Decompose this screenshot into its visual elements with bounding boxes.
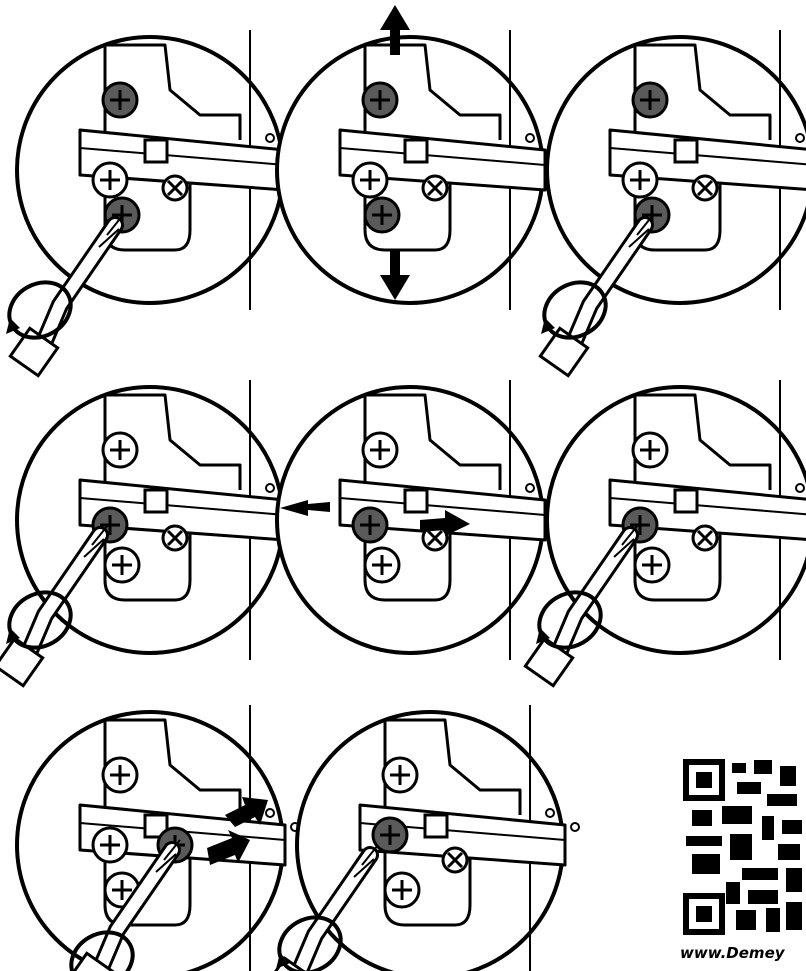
step-7-panel (17, 705, 299, 971)
step-3-panel (534, 30, 806, 376)
step-5-panel (277, 380, 559, 660)
website-url[interactable]: www.Demey (680, 944, 785, 962)
step-8-panel (265, 705, 579, 971)
qr-code-icon (682, 758, 806, 936)
step-6-panel (525, 380, 806, 686)
step-1-panel (0, 30, 299, 376)
step-2-panel (277, 5, 559, 310)
step-4-panel (0, 380, 299, 686)
